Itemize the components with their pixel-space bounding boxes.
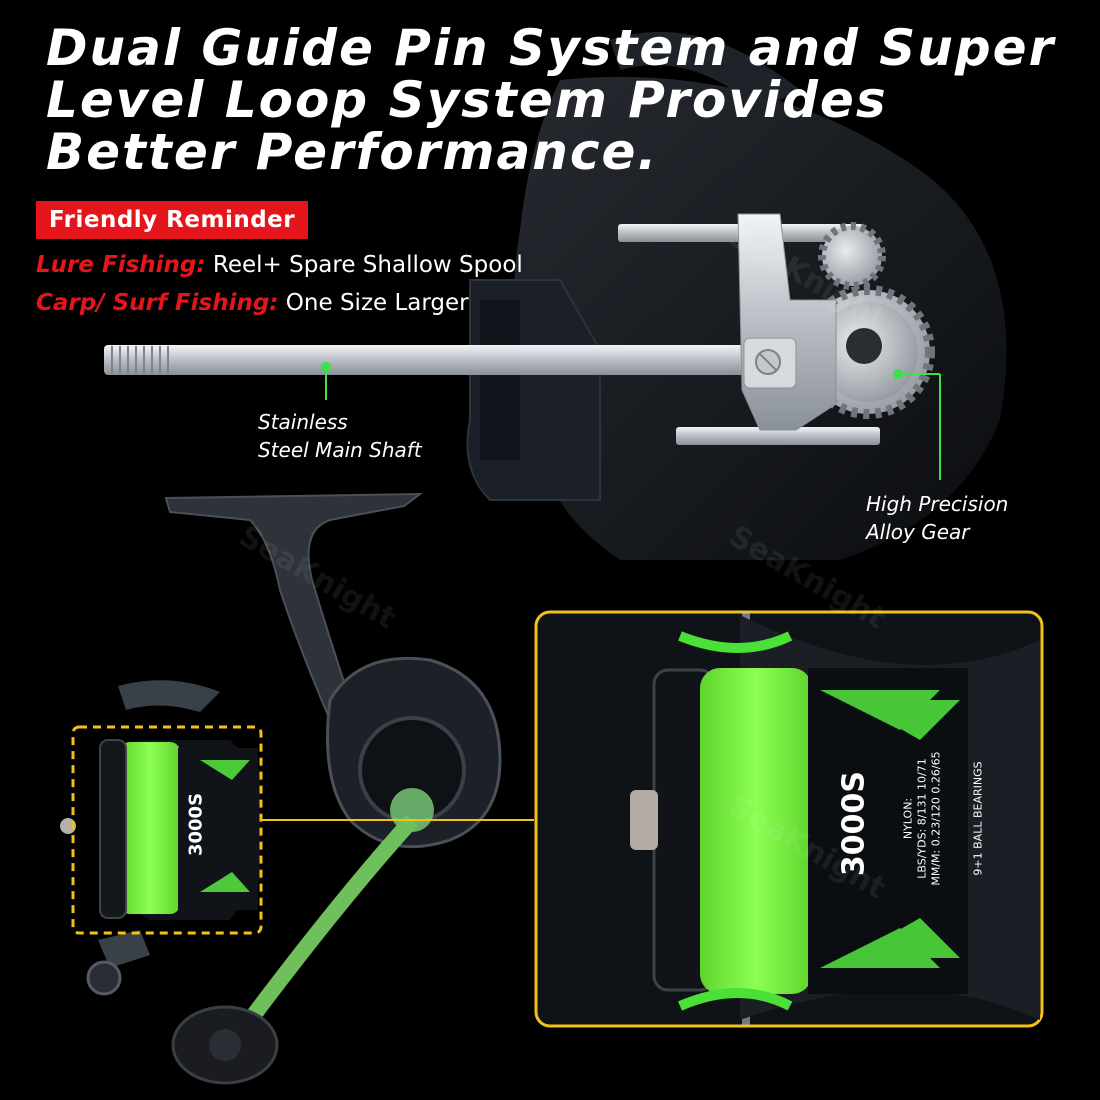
carp-surf-fishing-line: Carp/ Surf Fishing: One Size Larger (36, 288, 469, 318)
carp-surf-fishing-value: One Size Larger (278, 290, 469, 316)
main-shaft-callout: Stainless Steel Main Shaft (258, 408, 422, 464)
spool-spec-lbs: LBS/YDS: 8/131 10/71 (915, 758, 929, 879)
spool-highlight (71, 725, 534, 935)
zoom-panel (534, 610, 1044, 1028)
spool-model-small: 3000S (185, 792, 207, 857)
headline: Dual Guide Pin System and Super Level Lo… (46, 19, 1056, 181)
alloy-gear-callout-line2: Alloy Gear (866, 520, 970, 544)
main-shaft-callout-line1: Stainless (258, 410, 348, 434)
callout-markers (321, 362, 941, 480)
oscillation-slider (737, 213, 837, 431)
alloy-gear-callout-line1: High Precision (866, 492, 1009, 516)
spool-model-large: 3000S (836, 770, 872, 877)
main-shaft-callout-line2: Steel Main Shaft (258, 438, 422, 462)
lure-fishing-label: Lure Fishing: (36, 252, 206, 278)
alloy-gear-callout: High Precision Alloy Gear (866, 490, 1008, 546)
lure-fishing-line: Lure Fishing: Reel+ Spare Shallow Spool (36, 250, 523, 280)
lure-fishing-value: Reel+ Spare Shallow Spool (205, 252, 523, 278)
spool-line-type: NYLON: (901, 797, 915, 840)
spool-label-large: 3000S NYLON: LBS/YDS: 8/131 10/71 MM/M: … (814, 680, 985, 980)
spool-bearings: 9+1 BALL BEARINGS (971, 761, 985, 876)
carp-surf-fishing-label: Carp/ Surf Fishing: (36, 290, 279, 316)
friendly-reminder-badge: Friendly Reminder (36, 201, 308, 239)
spool-spec-mm: MM/M: 0.23/120 0.26/65 (929, 751, 943, 886)
spool-label-small: 3000S (182, 774, 208, 874)
main-shaft (104, 345, 764, 375)
spinning-reel (60, 492, 502, 1085)
